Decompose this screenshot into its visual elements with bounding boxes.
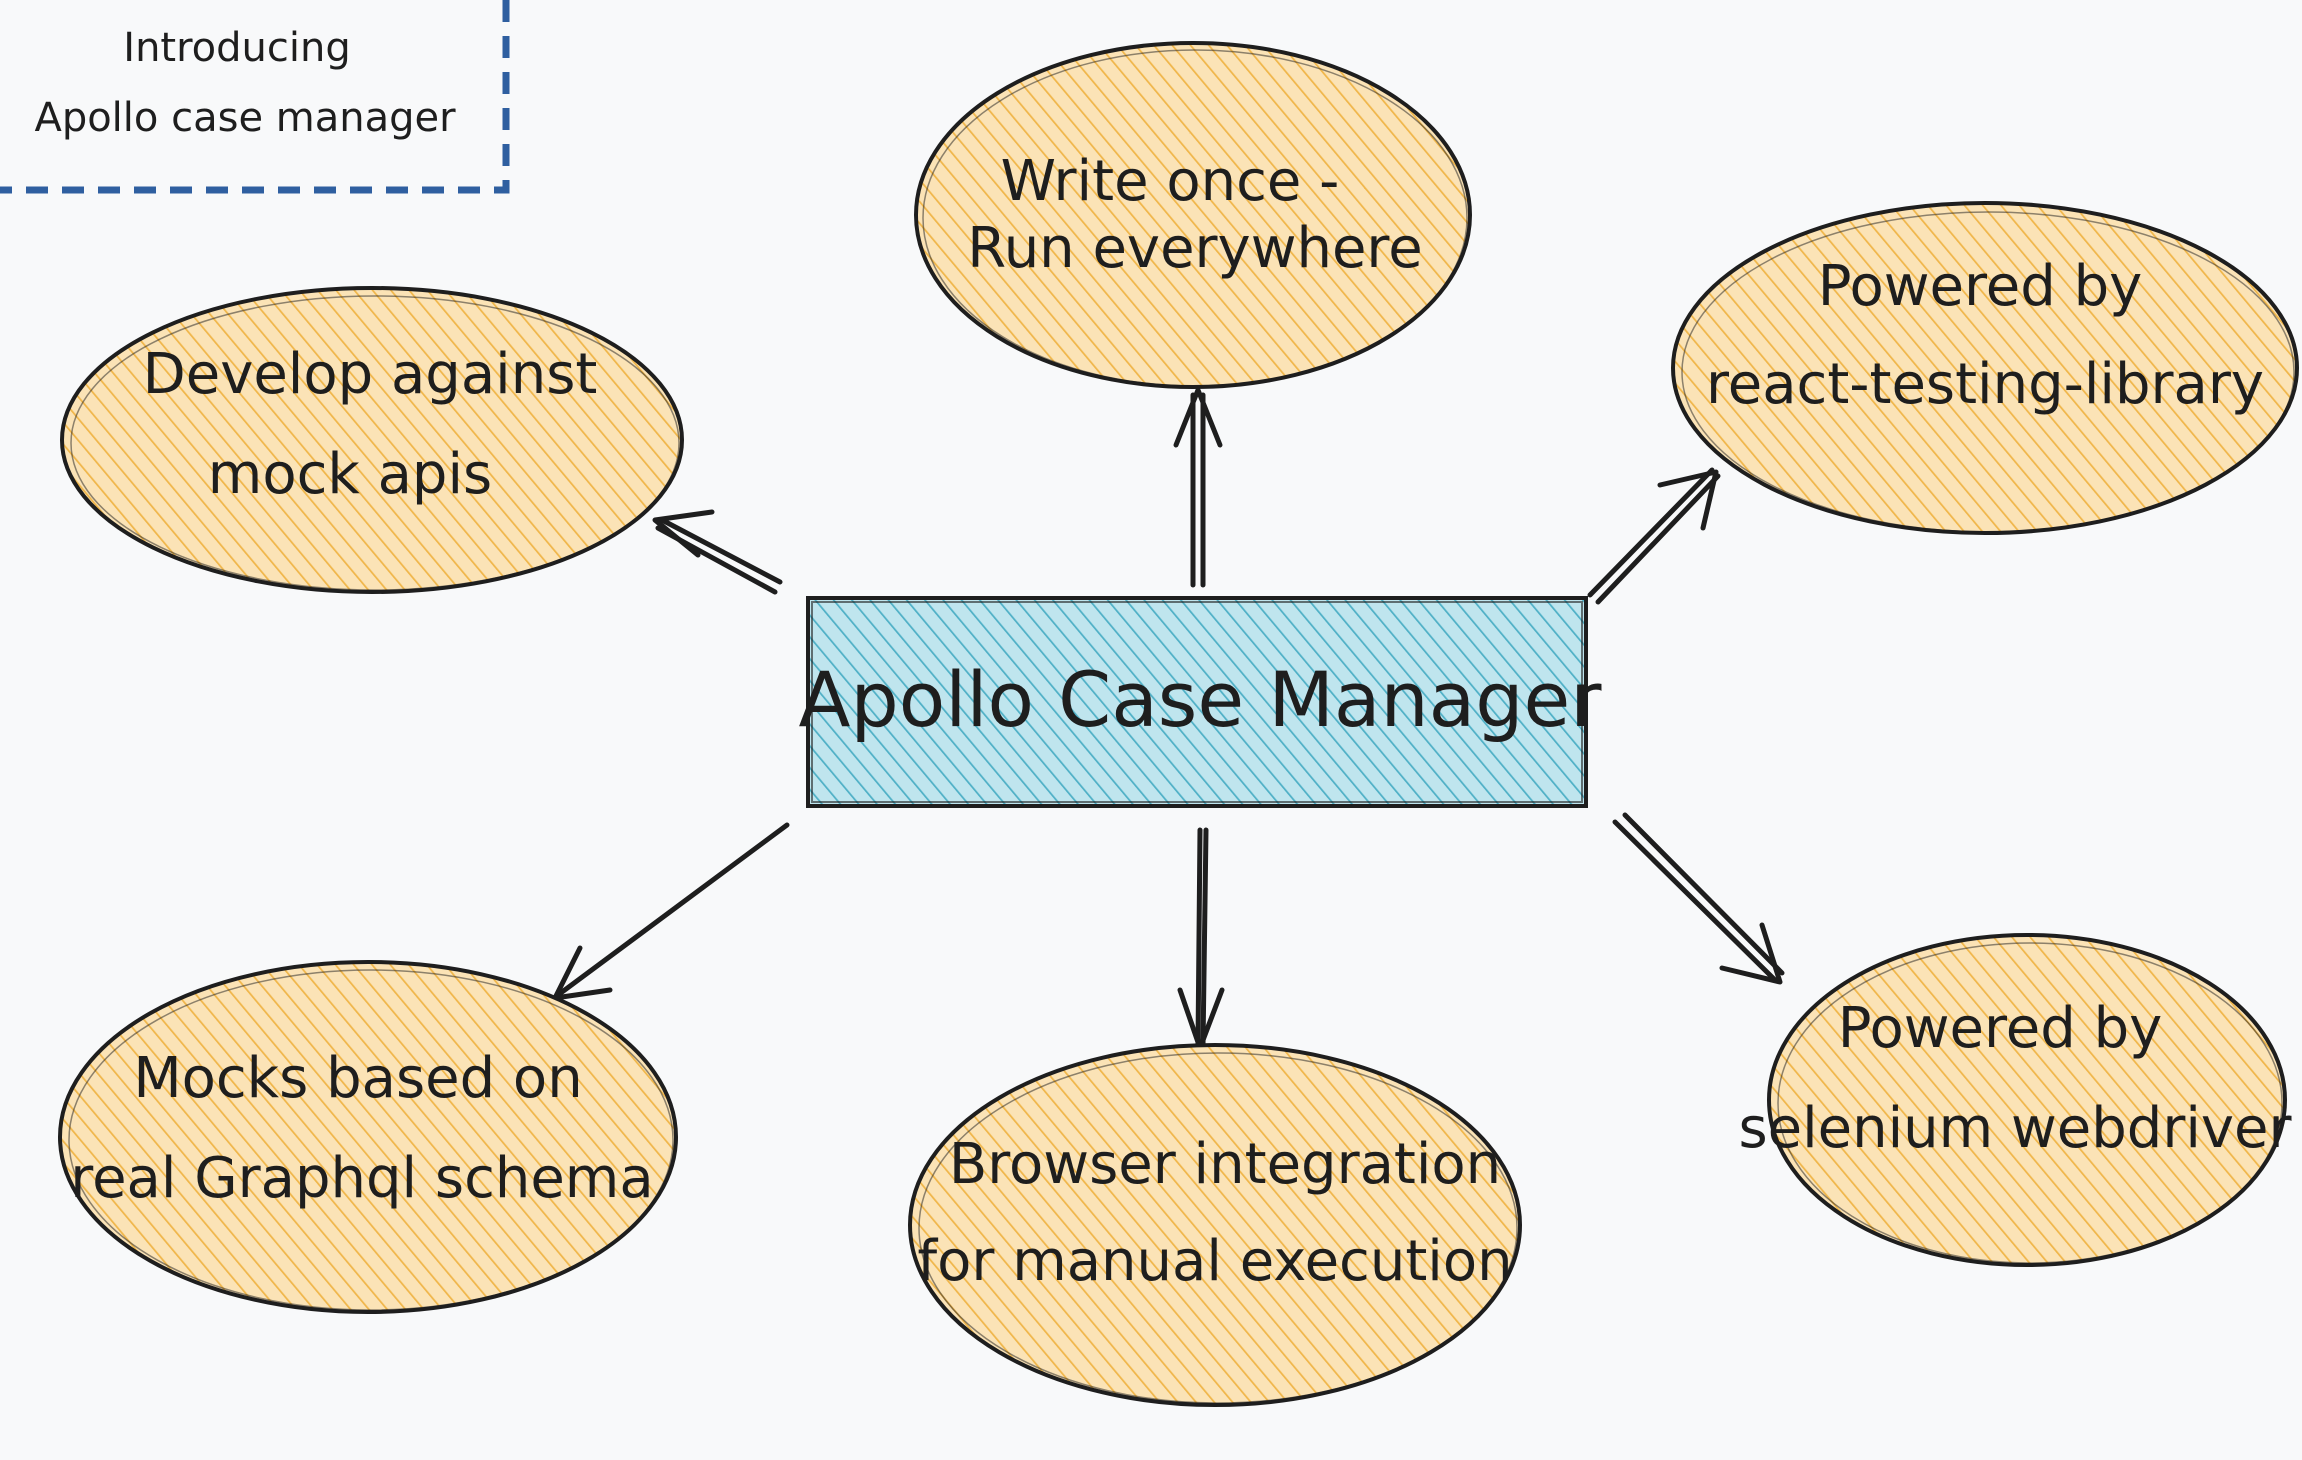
arrow-to-bottom bbox=[1177, 827, 1225, 1051]
node-bottom-left-line1: Mocks based on bbox=[133, 1046, 582, 1111]
node-bottom-line2: for manual execution bbox=[917, 1229, 1512, 1294]
center-node-box bbox=[806, 596, 1588, 808]
node-bottom-line1: Browser integration bbox=[949, 1132, 1501, 1197]
node-bottom-left-shape bbox=[58, 960, 678, 1314]
intro-title-line2: Apollo case manager bbox=[34, 95, 456, 141]
node-bottom-shape bbox=[908, 1043, 1522, 1407]
arrow-to-bottom-left bbox=[552, 822, 790, 1001]
arrow-to-bottom-right bbox=[1612, 812, 1785, 985]
node-top-line2: Run everywhere bbox=[967, 216, 1422, 281]
node-bottom-left: Mocks based on real Graphql schema bbox=[58, 960, 678, 1314]
node-left-line1: Develop against bbox=[143, 342, 598, 407]
center-node-label: Apollo Case Manager bbox=[799, 655, 1603, 744]
node-top-right-line1: Powered by bbox=[1818, 254, 2143, 319]
node-top-right: Powered by react-testing-library bbox=[1671, 201, 2299, 535]
node-bottom-right-line2: selenium webdriver bbox=[1738, 1096, 2292, 1161]
node-top-right-shape bbox=[1671, 201, 2299, 535]
node-bottom-right-shape bbox=[1767, 933, 2287, 1267]
arrow-to-top-right bbox=[1587, 467, 1721, 605]
intro-title-line1: Introducing bbox=[123, 25, 350, 71]
node-top-line1: Write once - bbox=[1001, 149, 1340, 214]
node-bottom-right-line1: Powered by bbox=[1838, 996, 2163, 1061]
node-top-shape bbox=[914, 41, 1472, 389]
node-top-right-line2: react-testing-library bbox=[1706, 352, 2264, 417]
node-bottom-left-line2: real Graphql schema bbox=[70, 1146, 653, 1211]
node-bottom: Browser integration for manual execution bbox=[908, 1043, 1522, 1407]
node-bottom-right: Powered by selenium webdriver bbox=[1738, 933, 2293, 1267]
intro-box: Introducing Apollo case manager bbox=[0, 0, 510, 194]
node-left-line2: mock apis bbox=[208, 442, 492, 507]
arrow-to-top bbox=[1173, 387, 1223, 588]
arrow-to-left bbox=[652, 509, 783, 595]
center-node: Apollo Case Manager bbox=[799, 596, 1603, 808]
node-left-shape bbox=[60, 286, 684, 594]
node-top: Write once - Run everywhere bbox=[914, 41, 1472, 389]
node-left: Develop against mock apis bbox=[60, 286, 684, 594]
intro-box-border bbox=[0, 0, 510, 194]
